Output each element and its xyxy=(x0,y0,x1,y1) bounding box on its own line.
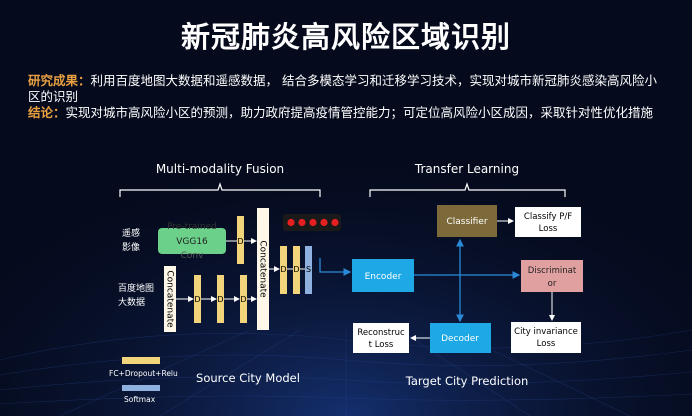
output-dot xyxy=(287,218,295,227)
reconstruct-loss-label-1: Reconstruc xyxy=(357,328,405,338)
remote-sensing-label-1: 遥感 xyxy=(122,227,140,239)
legend-fc-label: FC+Dropout+Relu xyxy=(109,369,178,378)
reconstruct-loss-label-2: t Loss xyxy=(369,340,394,350)
softmax-block xyxy=(305,246,312,294)
classifier-label: Classifier xyxy=(446,217,487,227)
research-text: 利用百度地图大数据和遥感数据， 结合多模态学习和迁移学习技术，实现对城市新冠肺炎… xyxy=(28,73,657,104)
output-dot xyxy=(298,218,306,227)
arrow-to-encoder xyxy=(319,258,352,276)
decoder-block xyxy=(430,323,491,353)
output-dot xyxy=(331,218,339,227)
d-label: D xyxy=(217,295,223,304)
fc-block-lower-3 xyxy=(240,275,247,323)
conclusion-paragraph: 结论：实现对城市高风险小区的预测，助力政府提高疫情管控能力；可定位高风险小区成因… xyxy=(28,105,678,121)
fc-block-lower-1 xyxy=(194,275,201,323)
city-invariance-loss-label-2: Loss xyxy=(537,339,556,349)
conclusion-text: 实现对城市高风险小区的预测，助力政府提高疫情管控能力；可定位高风险小区成因，采取… xyxy=(65,105,654,120)
city-invariance-loss-block xyxy=(511,322,581,353)
city-invariance-loss-label-1: City invariance xyxy=(514,327,578,337)
d-label: D xyxy=(194,295,200,304)
discriminator-block xyxy=(521,260,583,292)
fc-block-right-1 xyxy=(280,246,287,294)
vgg-label-1: Pre-trained xyxy=(167,222,217,232)
vgg-label-2: VGG16 xyxy=(176,237,208,247)
fc-block-top xyxy=(237,216,244,264)
d-label: D xyxy=(240,295,246,304)
conclusion-label: 结论： xyxy=(28,105,66,120)
concatenate-label-lower: Concatenate xyxy=(165,270,175,328)
output-dot xyxy=(309,218,317,227)
legend-fc-swatch xyxy=(122,357,160,364)
fusion-brace xyxy=(119,182,321,197)
concatenate-block-main xyxy=(257,208,269,330)
decoder-label: Decoder xyxy=(441,334,479,344)
encoder-label: Encoder xyxy=(365,272,402,282)
classify-loss-label-2: Loss xyxy=(539,224,558,234)
legend-softmax-label: Softmax xyxy=(124,395,156,404)
encoder-block xyxy=(352,259,414,292)
classifier-block xyxy=(437,205,497,237)
concatenate-block-lower xyxy=(164,266,176,332)
concatenate-label-main: Concatenate xyxy=(258,240,268,298)
baidu-data-label-1: 百度地图 xyxy=(118,282,154,294)
d-label: D xyxy=(293,265,299,274)
baidu-data-label-2: 大数据 xyxy=(118,296,145,308)
research-paragraph: 研究成果：利用百度地图大数据和遥感数据， 结合多模态学习和迁移学习技术，实现对城… xyxy=(28,73,668,105)
reconstruct-loss-block xyxy=(353,323,409,353)
discriminator-label-2: or xyxy=(548,279,557,289)
fusion-title: Multi-modality Fusion xyxy=(156,162,284,176)
classify-loss-block xyxy=(515,207,581,237)
classify-loss-label-1: Classify P/F xyxy=(524,212,572,222)
page-title: 新冠肺炎高风险区域识别 xyxy=(180,20,511,54)
research-label: 研究成果： xyxy=(28,73,91,88)
d-label: D xyxy=(237,237,243,246)
vgg-label-3: Conv xyxy=(181,251,204,261)
fc-block-right-2 xyxy=(293,246,300,294)
output-dot xyxy=(320,218,328,227)
remote-sensing-label-2: 影像 xyxy=(122,241,140,253)
target-prediction-caption: Target City Prediction xyxy=(405,374,529,388)
legend-softmax-swatch xyxy=(122,385,160,391)
vgg-block xyxy=(158,228,226,254)
transfer-brace xyxy=(369,182,566,197)
d-label: D xyxy=(280,265,286,274)
source-model-caption: Source City Model xyxy=(196,371,300,385)
transfer-title: Transfer Learning xyxy=(414,162,519,176)
discriminator-label-1: Discriminat xyxy=(528,266,577,276)
fc-block-lower-2 xyxy=(217,275,224,323)
s-label: S xyxy=(306,265,311,274)
